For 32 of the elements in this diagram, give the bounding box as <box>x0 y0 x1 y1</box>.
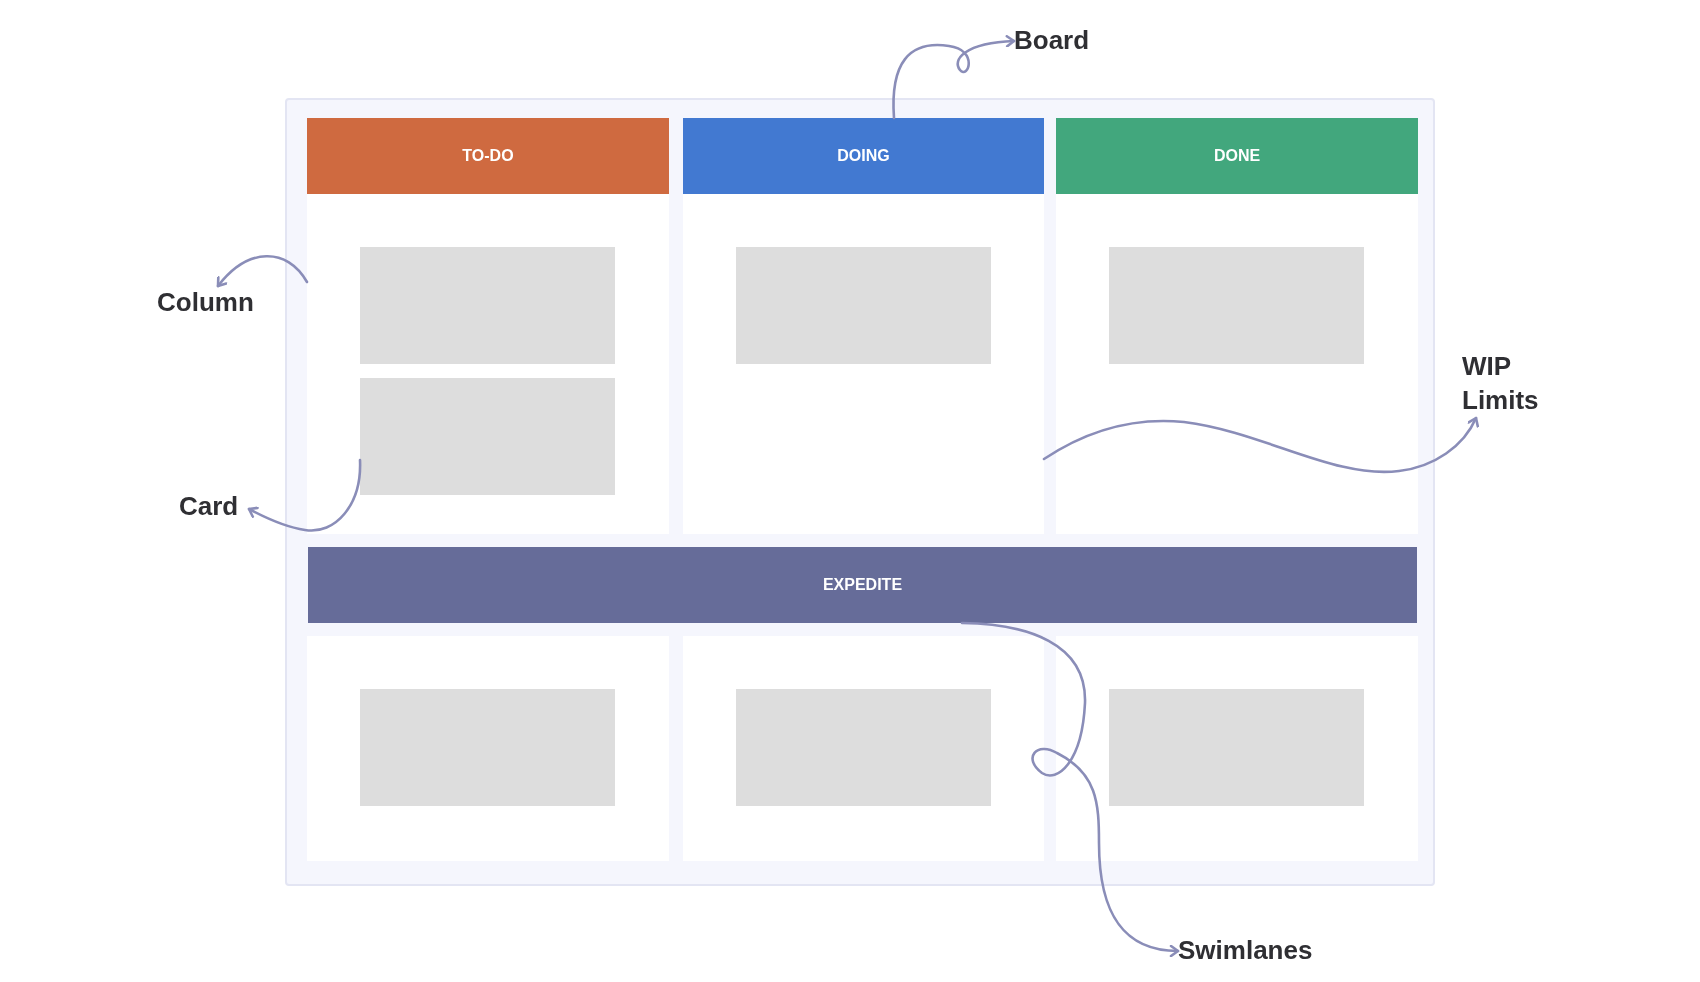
column-header <box>1056 118 1418 194</box>
callout-label: Column <box>157 286 267 320</box>
callout-label: Card <box>179 490 249 524</box>
column-area <box>683 636 1044 861</box>
column-area <box>683 194 1044 534</box>
card-placeholder <box>736 689 991 806</box>
column-area <box>307 194 669 534</box>
leader-arrow <box>892 35 1016 120</box>
column-title: DONE <box>1213 147 1261 165</box>
callout-label: Board <box>1014 24 1114 58</box>
board-panel <box>285 98 1435 886</box>
card-placeholder <box>1109 689 1364 806</box>
column-title: TO-DO <box>462 147 514 165</box>
callout-label: WIP Limits <box>1462 350 1552 418</box>
column-area <box>307 636 669 861</box>
card-placeholder <box>1109 247 1364 364</box>
swimlane-title: EXPEDITE <box>822 576 903 594</box>
card-placeholder <box>360 247 615 364</box>
card-placeholder <box>360 378 615 495</box>
card-placeholder <box>736 247 991 364</box>
swimlane-header <box>308 547 1417 623</box>
leader-arrow <box>960 621 1180 957</box>
column-title: DOING <box>837 147 890 165</box>
column-area <box>1056 194 1418 534</box>
card-placeholder <box>360 689 615 806</box>
column-area <box>1056 636 1418 861</box>
leader-arrow <box>216 254 309 288</box>
column-header <box>307 118 669 194</box>
leader-arrow <box>1042 416 1479 474</box>
callout-label: Swimlanes <box>1178 934 1328 968</box>
column-header <box>683 118 1044 194</box>
leader-arrow <box>247 458 362 532</box>
